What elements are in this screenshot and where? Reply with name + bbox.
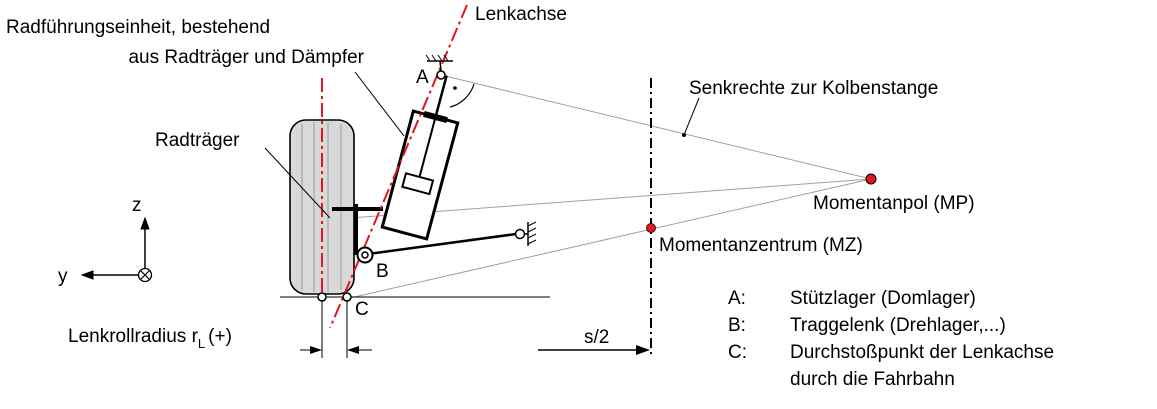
legend-text-c-cont: durch die Fahrbahn <box>790 369 955 390</box>
legend-text-b: Traggelenk (Drehlager,...) <box>790 315 1006 336</box>
perpendicular-line <box>440 74 872 180</box>
legend: A: Stützlager (Domlager) B: Traggelenk (… <box>728 288 1054 390</box>
top-mount-a <box>425 54 475 108</box>
control-arm <box>367 221 537 256</box>
scrub-radius-subscript: L <box>198 336 205 351</box>
wheel-carrier <box>332 204 383 255</box>
perpendicular-label: Senkrechte zur Kolbenstange <box>689 78 938 99</box>
guide-line-upper <box>349 178 872 219</box>
wheel-carrier-label: Radträger <box>155 130 240 151</box>
moment-pole-label: Momentanpol (MP) <box>813 193 975 214</box>
scrub-radius-label: Lenkrollradius rL(+) <box>68 326 232 351</box>
leader-lines <box>264 71 700 219</box>
wheel-guide-unit-label-line1: Radführungseinheit, bestehend <box>6 17 270 38</box>
legend-key-b: B: <box>728 315 746 336</box>
steering-axis-line <box>329 4 468 329</box>
wheel-guide-unit-label-line2: aus Radträger und Dämpfer <box>128 47 364 68</box>
scrub-radius-main: Lenkrollradius r <box>68 326 199 347</box>
construction-lines <box>349 74 872 299</box>
guide-line-lower <box>349 178 872 299</box>
moment-pole-point <box>865 173 877 185</box>
legend-text-c: Durchstoßpunkt der Lenkachse <box>790 342 1054 363</box>
legend-key-a: A: <box>728 288 746 309</box>
coordinate-system <box>80 216 153 283</box>
half-track-dimension <box>538 345 650 355</box>
axis-z-label: z <box>132 195 142 216</box>
point-c-label: C <box>355 299 369 320</box>
scrub-radius-dimension <box>300 300 372 358</box>
scrub-radius-sign: (+) <box>208 326 232 347</box>
half-track-label: s/2 <box>584 327 609 348</box>
moment-center-point <box>646 223 656 233</box>
legend-key-c: C: <box>728 342 747 363</box>
steering-axis-label: Lenkachse <box>475 4 567 25</box>
strut <box>380 75 460 241</box>
moment-center-label: Momentanzentrum (MZ) <box>659 235 863 256</box>
point-b-label: B <box>376 261 389 282</box>
legend-text-a: Stützlager (Domlager) <box>790 288 976 309</box>
ball-joint-b <box>356 246 374 264</box>
contact-point-wheel-center <box>317 292 327 302</box>
axis-y-label: y <box>58 266 68 287</box>
point-c-marker <box>342 292 352 302</box>
point-a-label: A <box>416 67 429 88</box>
